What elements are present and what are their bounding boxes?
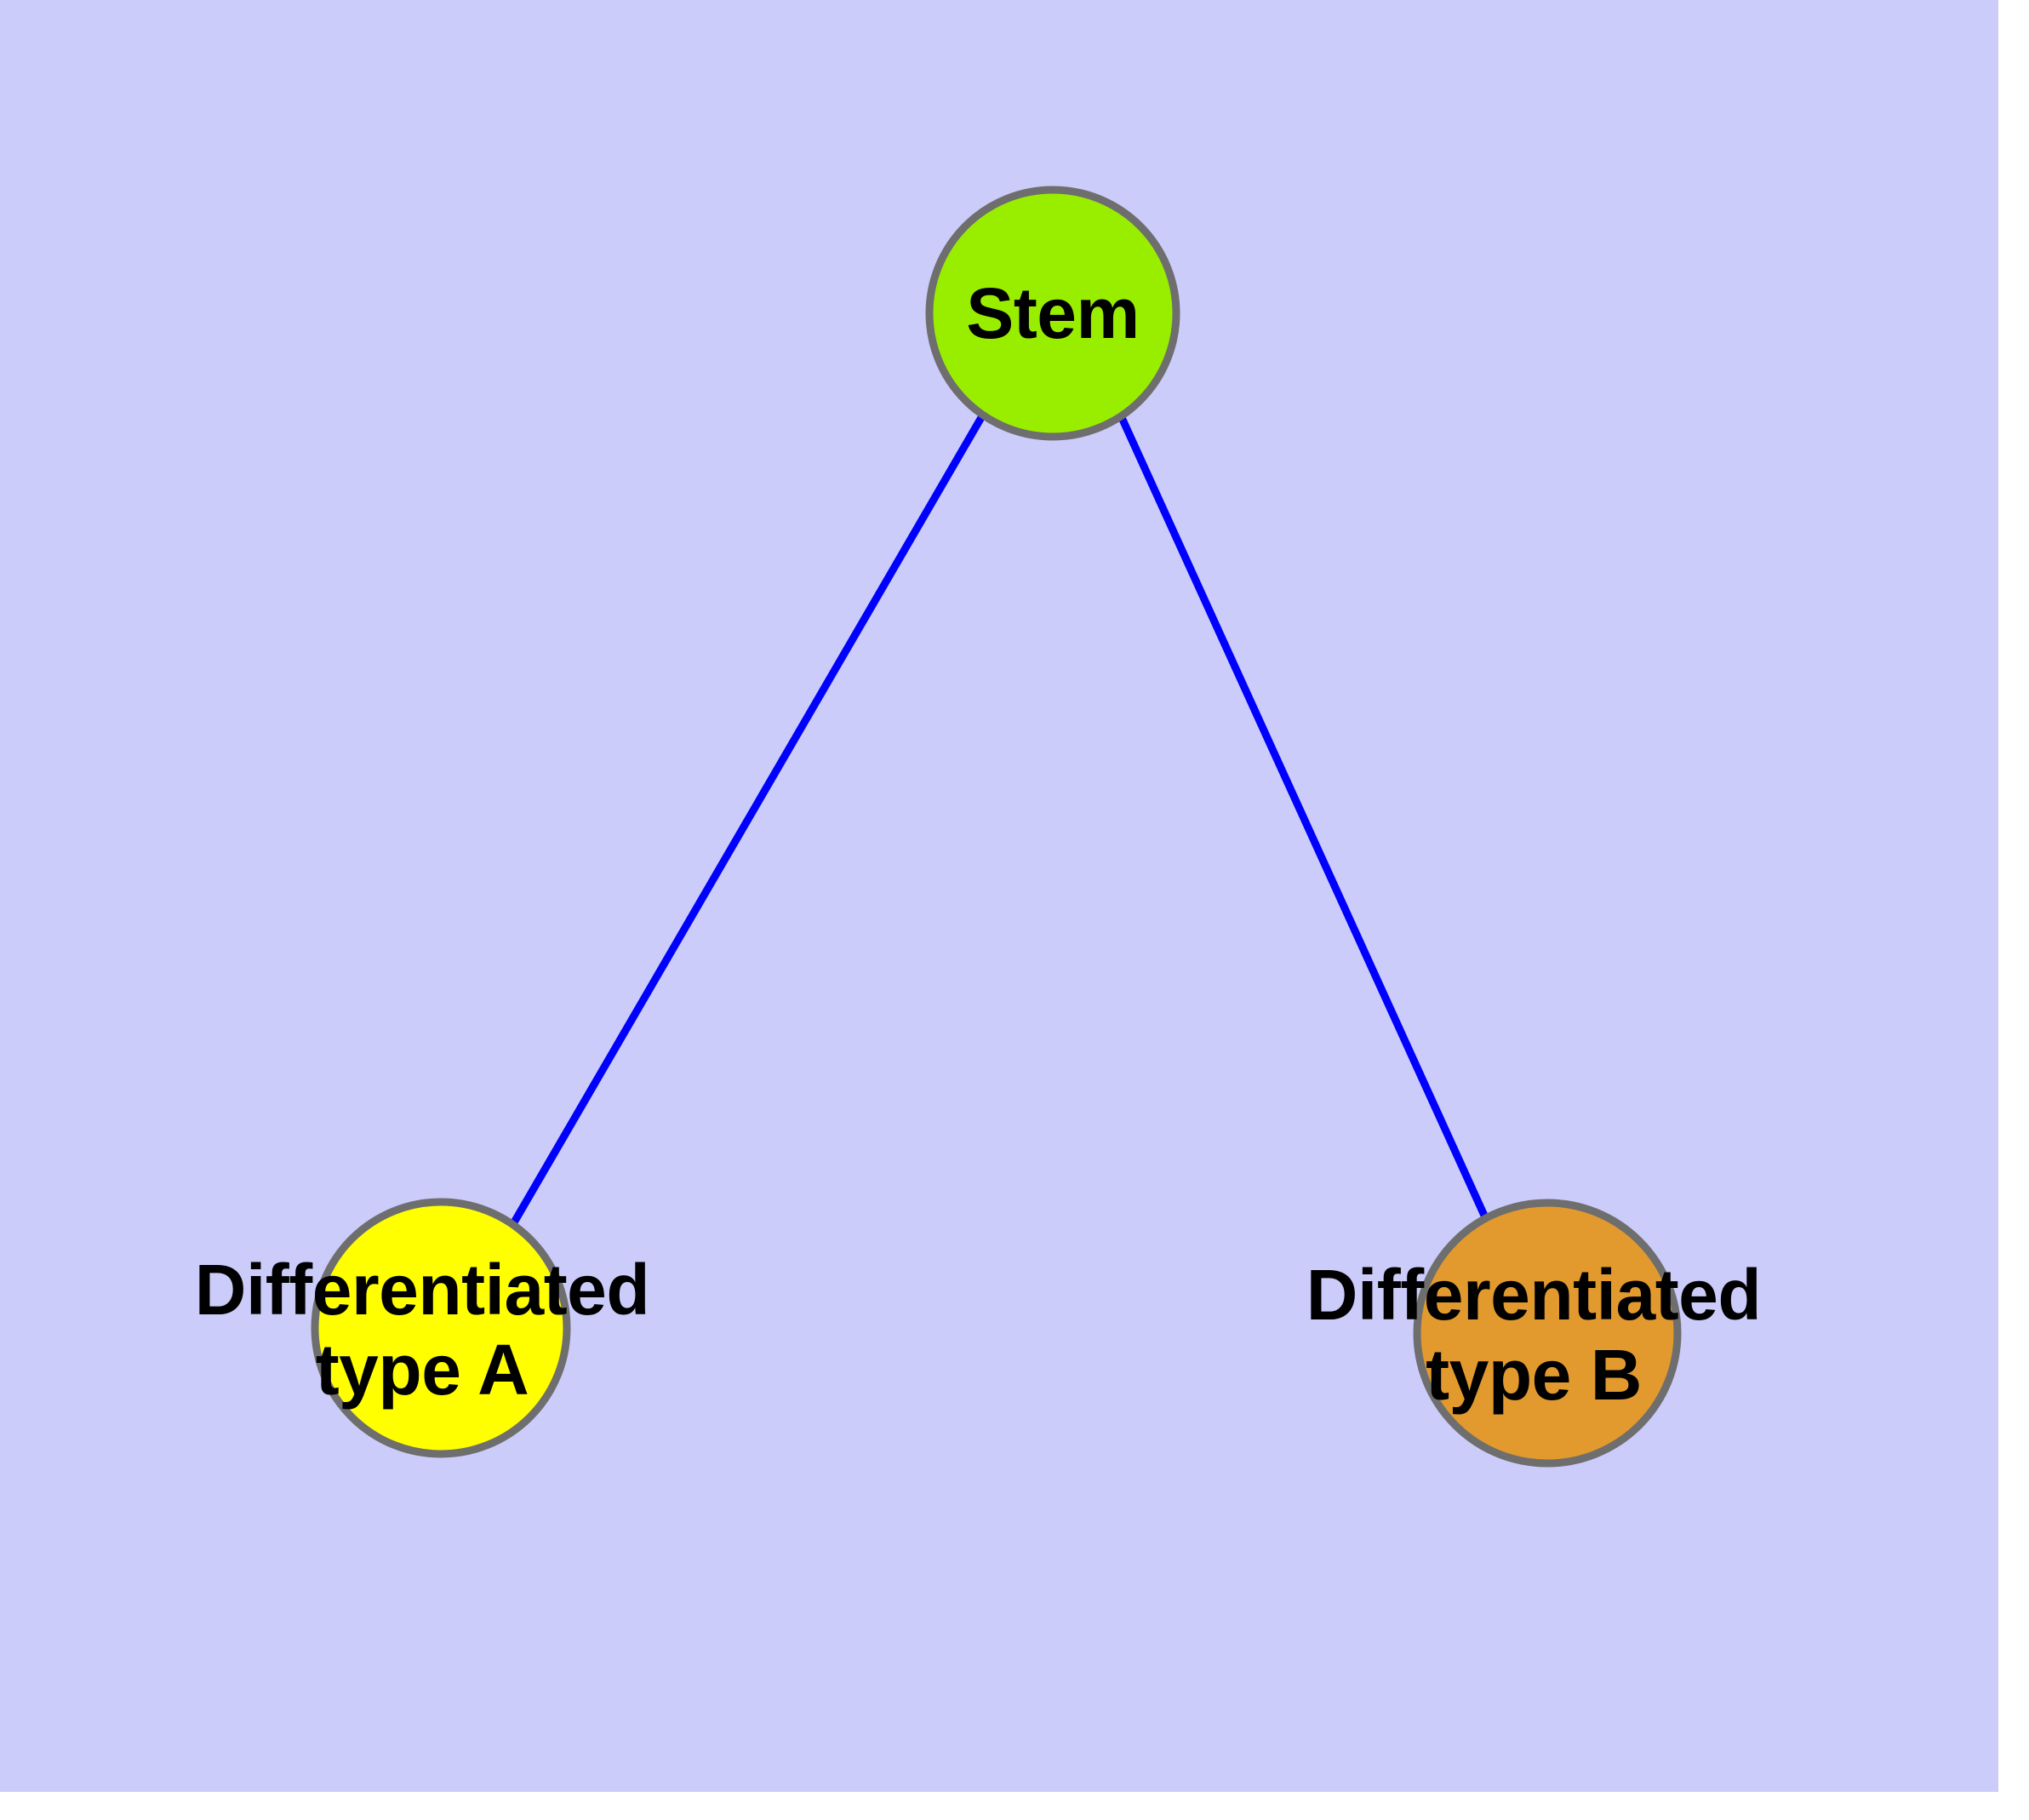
edge-stem-to-type-a[interactable]: [511, 412, 986, 1225]
node-differentiated-type-b[interactable]: [1413, 1199, 1682, 1468]
node-differentiated-type-a[interactable]: [311, 1198, 571, 1458]
edge-stem-to-type-b[interactable]: [1115, 410, 1494, 1228]
edge-layer: [511, 410, 1494, 1228]
node-stem[interactable]: [925, 186, 1180, 441]
node-layer: [311, 186, 1682, 1468]
